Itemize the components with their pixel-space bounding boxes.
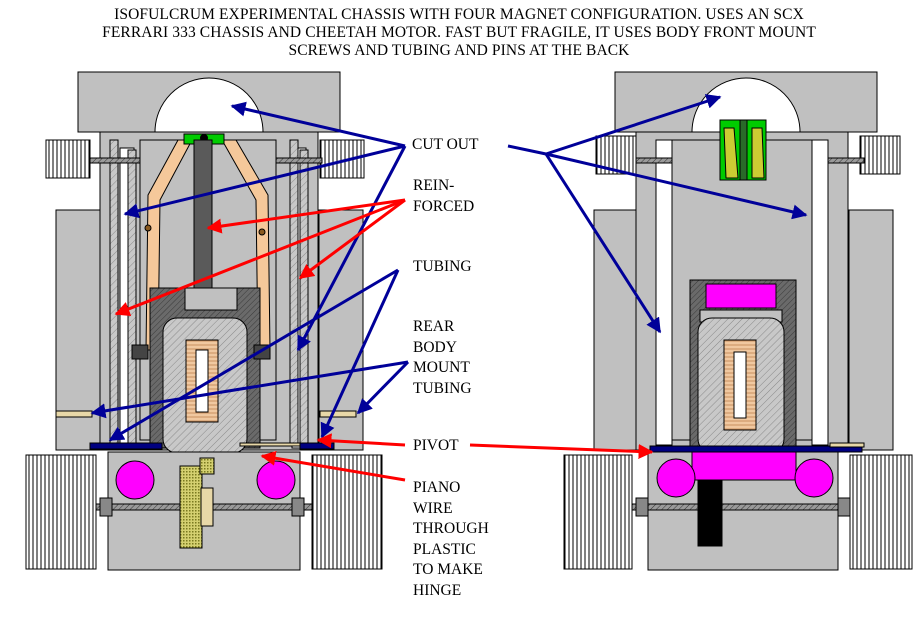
title-line-3: SCREWS AND TUBING AND PINS AT THE BACK — [288, 42, 630, 59]
right-chassis — [563, 71, 913, 571]
magnet-right-top — [705, 283, 777, 309]
label-piano-wire: PIANO WIRE THROUGH PLASTIC TO MAKE HINGE — [413, 479, 489, 599]
label-reinforced: REIN- FORCED — [413, 177, 475, 215]
rear-tire-right — [311, 454, 383, 570]
label-cut-out: CUT OUT — [412, 136, 479, 153]
magnet-left-1 — [115, 460, 155, 500]
rear-tire-left-2 — [563, 454, 633, 570]
label-pivot: PIVOT — [413, 437, 459, 454]
magnet-right-2 — [794, 458, 834, 498]
tubing-left — [109, 139, 119, 446]
title-line-2: FERRARI 333 CHASSIS AND CHEETAH MOTOR. F… — [102, 24, 816, 41]
rear-tire-left — [25, 454, 97, 570]
spur-gear — [179, 465, 203, 549]
label-rear-body-mount: REAR BODY MOUNT TUBING — [413, 318, 472, 397]
title-line-1: ISOFULCRUM EXPERIMENTAL CHASSIS WITH FOU… — [114, 6, 804, 23]
magnet-left-2 — [256, 460, 296, 500]
magnet-right-1 — [656, 458, 696, 498]
left-chassis — [25, 71, 383, 571]
diagram-title: ISOFULCRUM EXPERIMENTAL CHASSIS WITH FOU… — [0, 6, 918, 60]
annotation-arrows — [90, 94, 808, 482]
front-tire-left — [45, 139, 91, 179]
front-cutout-right — [691, 77, 801, 133]
label-tubing: TUBING — [413, 258, 472, 275]
rear-tire-right-2 — [849, 454, 913, 570]
